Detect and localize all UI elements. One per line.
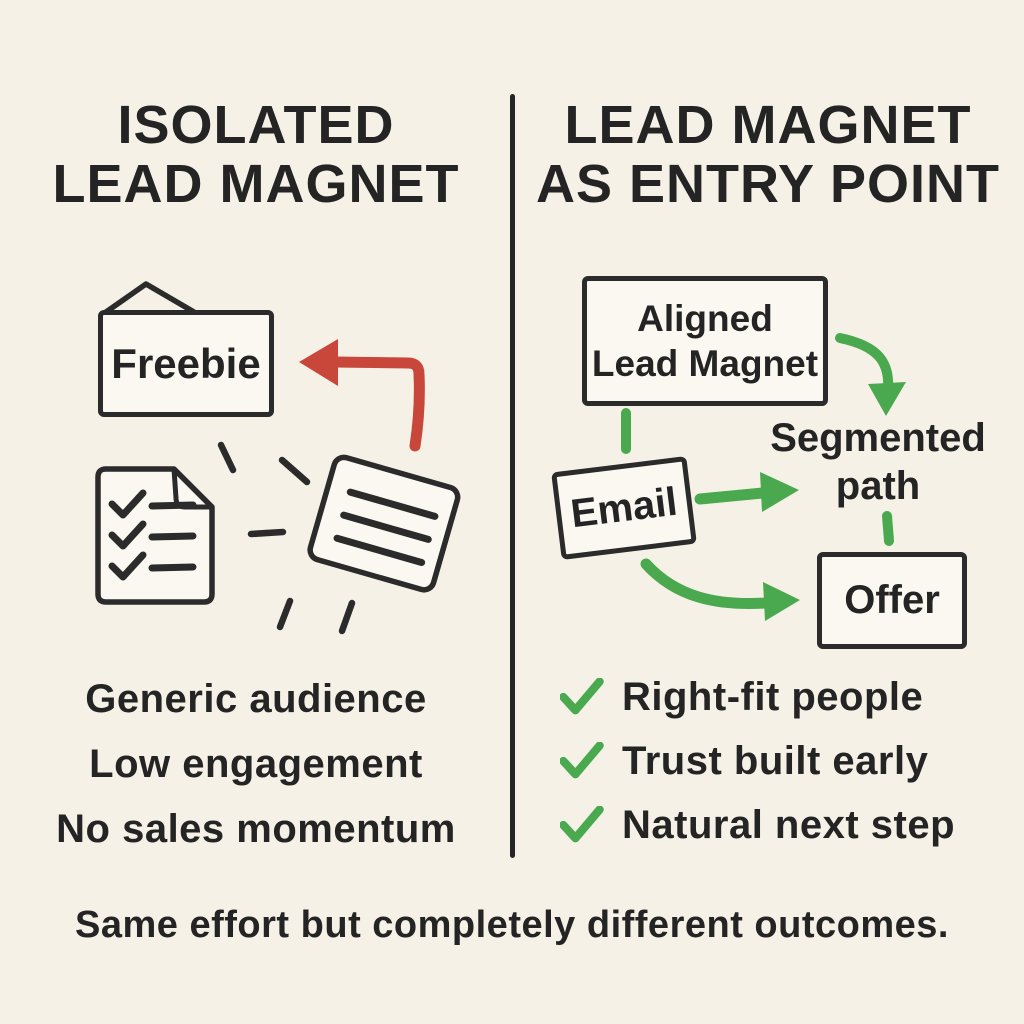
offer-box: Offer: [817, 552, 967, 649]
checklist-check-1: [108, 489, 147, 519]
benefit-list: Right-fit people Trust built early Natur…: [560, 674, 955, 866]
green-check-icon: [560, 742, 604, 779]
scatter-dash-2: [278, 456, 311, 486]
offer-box-label: Offer: [844, 578, 940, 622]
segmented-label-line1: Segmented: [770, 416, 986, 460]
green-curved-arrow-top: [835, 333, 894, 395]
right-panel-title: LEAD MAGNET AS ENTRY POINT: [512, 96, 1024, 214]
freebie-box-label: Freebie: [111, 339, 261, 387]
drawback-list: Generic audience Low engagement No sales…: [0, 676, 512, 871]
segmented-path-label: Segmented path: [770, 414, 986, 510]
center-divider: [510, 94, 515, 858]
benefit-row: Right-fit people: [560, 674, 955, 720]
red-arrowhead-icon: [299, 339, 338, 386]
benefit-item: Trust built early: [622, 738, 929, 783]
left-panel-title: ISOLATED LEAD MAGNET: [0, 96, 512, 214]
drawback-item: No sales momentum: [56, 807, 456, 851]
green-connector-dash-2: [882, 511, 894, 546]
right-title-line2: AS ENTRY POINT: [535, 154, 1001, 214]
aligned-lead-magnet-box: Aligned Lead Magnet: [582, 276, 828, 406]
green-check-icon: [560, 678, 604, 715]
drawback-item: Generic audience: [85, 677, 427, 721]
red-elbow-arrow: [328, 356, 425, 452]
email-box: Email: [551, 456, 697, 560]
left-title-line1: ISOLATED: [117, 95, 395, 155]
right-title-line1: LEAD MAGNET: [564, 95, 972, 155]
benefit-row: Trust built early: [560, 738, 955, 784]
aligned-box-line1: Aligned: [637, 298, 773, 339]
green-check-icon: [560, 806, 604, 843]
tilted-note-icon: [307, 454, 461, 593]
left-title-line2: LEAD MAGNET: [52, 154, 460, 214]
benefit-item: Right-fit people: [622, 674, 924, 719]
freebie-flap-shape: [103, 281, 197, 315]
aligned-box-line2: Lead Magnet: [591, 343, 819, 384]
green-arrowhead-down-icon: [868, 382, 906, 416]
email-box-label: Email: [568, 479, 680, 536]
drawback-item: Low engagement: [89, 742, 423, 786]
benefit-item: Natural next step: [622, 802, 956, 847]
freebie-box: Freebie: [98, 310, 274, 417]
checklist-line-3: [148, 563, 197, 572]
footer-caption: Same effort but completely different out…: [75, 904, 949, 946]
segmented-label-line2: path: [835, 464, 921, 508]
green-straight-arrow: [694, 487, 769, 505]
checklist-check-2: [108, 520, 147, 550]
benefit-row: Natural next step: [560, 802, 955, 848]
scatter-dash-3: [247, 528, 287, 538]
checklist-check-3: [108, 551, 147, 581]
green-arrowhead-right2-icon: [763, 582, 800, 621]
scatter-dash-5: [338, 599, 356, 635]
checklist-line-2: [148, 532, 197, 541]
checklist-line-1: [148, 501, 197, 510]
scatter-dash-1: [217, 441, 237, 474]
green-curved-arrow-bottom: [640, 558, 772, 609]
green-arrowhead-right-icon: [760, 472, 799, 512]
scatter-dash-4: [276, 597, 294, 631]
